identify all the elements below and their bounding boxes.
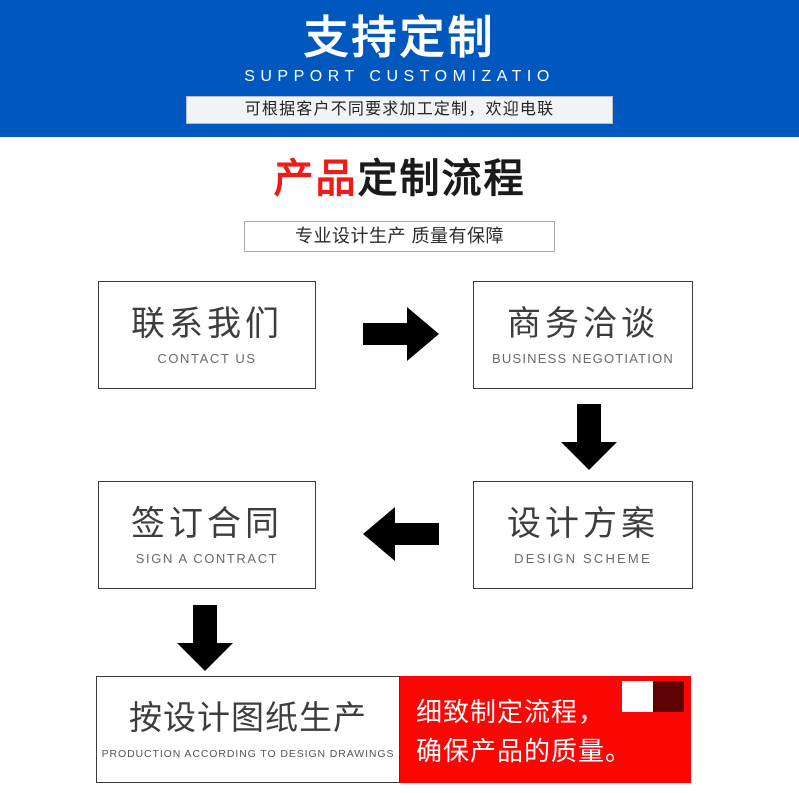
flow-step-label-cn: 商务洽谈 xyxy=(507,304,659,343)
flow-step-label-en: CONTACT US xyxy=(157,350,257,366)
section-title-rest: 定制流程 xyxy=(357,157,526,201)
section-title-highlight: 产品 xyxy=(273,157,358,201)
section-subtitle: 专业设计生产 质量有保障 xyxy=(244,221,555,252)
flow-step-production-according-to-design-drawings: 按设计图纸生产 PRODUCTION ACCORDING TO DESIGN D… xyxy=(96,676,400,783)
flow-step-contact-us: 联系我们 CONTACT US xyxy=(98,281,316,389)
banner-title: 支持定制 xyxy=(303,12,496,63)
decorative-squares xyxy=(622,681,684,712)
arrow-left-icon xyxy=(363,507,439,561)
banner-badge: 可根据客户不同要求加工定制，欢迎电联 xyxy=(186,96,613,124)
flow-step-label-cn: 签订合同 xyxy=(131,504,283,543)
flow-step-label-cn: 按设计图纸生产 xyxy=(129,698,367,736)
flow-step-design-scheme: 设计方案 DESIGN SCHEME xyxy=(473,481,693,589)
arrow-down-icon xyxy=(177,605,233,671)
flow-step-label-en: BUSINESS NEGOTIATION xyxy=(492,350,674,366)
flow-step-label-en: SIGN A CONTRACT xyxy=(135,550,279,566)
flow-step-label-en: PRODUCTION ACCORDING TO DESIGN DRAWINGS xyxy=(101,747,395,760)
square-light-icon xyxy=(622,681,653,712)
arrow-right-icon xyxy=(363,307,439,361)
flow-step-business-negotiation: 商务洽谈 BUSINESS NEGOTIATION xyxy=(473,281,693,389)
quality-panel-line-2: 确保产品的质量。 xyxy=(416,736,633,766)
arrow-down-icon xyxy=(561,404,617,470)
square-dark-icon xyxy=(653,681,684,712)
flow-step-label-cn: 设计方案 xyxy=(507,504,659,543)
banner-subtitle: SUPPORT CUSTOMIZATIO xyxy=(244,68,555,85)
quality-panel-line-1: 细致制定流程， xyxy=(416,697,606,727)
section-title: 产品定制流程 xyxy=(0,153,799,205)
quality-panel: 细致制定流程， 确保产品的质量。 xyxy=(400,676,691,783)
flow-step-sign-a-contract: 签订合同 SIGN A CONTRACT xyxy=(98,481,316,589)
quality-panel-text: 细致制定流程， 确保产品的质量。 xyxy=(416,693,632,771)
header-banner: 支持定制 SUPPORT CUSTOMIZATIO 可根据客户不同要求加工定制，… xyxy=(0,0,799,137)
flow-step-label-en: DESIGN SCHEME xyxy=(514,550,652,566)
flow-step-label-cn: 联系我们 xyxy=(131,304,283,343)
